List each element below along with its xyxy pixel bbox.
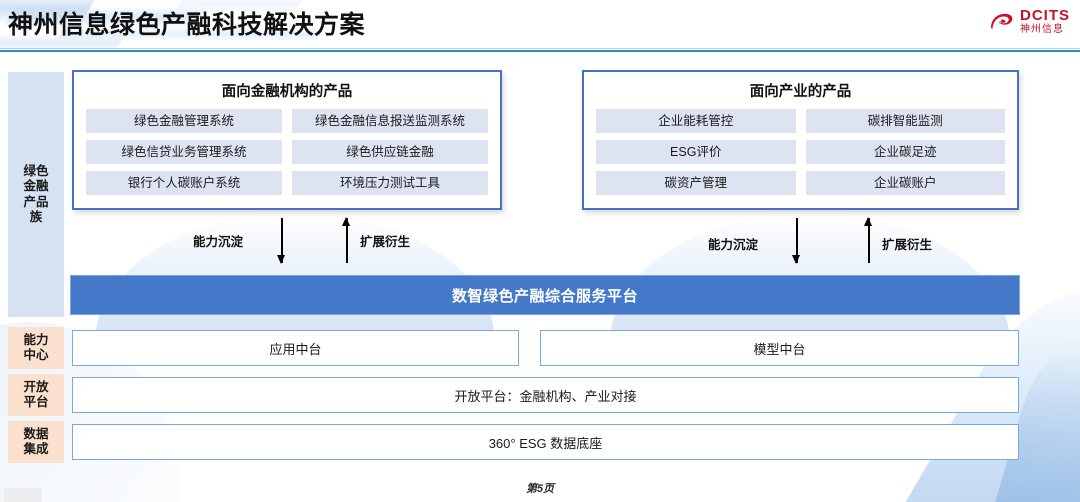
product-chip[interactable]: 碳资产管理 [596, 171, 796, 195]
box-label: 360° ESG 数据底座 [488, 435, 603, 451]
logo-english-name: DCITS [1020, 7, 1070, 24]
page-number-footer: 第5页 [525, 483, 555, 495]
product-chip[interactable]: 企业能耗管控 [596, 109, 796, 133]
product-chip[interactable]: 碳排智能监测 [805, 109, 1005, 133]
panel-industry-products: 面向产业的产品 企业能耗管控 碳排智能监测 ESG评价 企业碳足迹 碳资产管理 … [582, 70, 1019, 210]
panel-product-grid: 绿色金融管理系统 绿色金融信息报送监测系统 绿色信贷业务管理系统 绿色供应链金融… [74, 109, 500, 195]
page-title: 神州信息绿色产融科技解决方案 [8, 11, 366, 39]
box-label: 模型中台 [753, 341, 806, 357]
box-label: 开放平台：金融机构、产业对接 [454, 388, 637, 404]
sidebar-item-label: 绿色 金融 产品 族 [23, 164, 49, 224]
sidebar-item-open-platform[interactable]: 开放平台 [8, 374, 64, 416]
panel-title: 面向产业的产品 [749, 84, 852, 100]
panel-product-grid: 企业能耗管控 碳排智能监测 ESG评价 企业碳足迹 碳资产管理 企业碳账户 [584, 109, 1017, 195]
header-divider-blue [0, 50, 1080, 52]
arrow-down-left-icon [275, 218, 289, 264]
flow-label-capability-precipitation-right: 能力沉淀 [708, 238, 759, 252]
slide-header: 神州信息绿色产融科技解决方案 DCITS 神州信息 [0, 0, 1080, 52]
product-chip[interactable]: 绿色信贷业务管理系统 [86, 140, 282, 164]
sidebar-item-capability-center[interactable]: 能力中心 [8, 327, 64, 369]
product-chip[interactable]: 绿色供应链金融 [292, 140, 488, 164]
platform-bar[interactable]: 数智绿色产融综合服务平台 [70, 275, 1020, 315]
flow-label-expansion-derivation-left: 扩展衍生 [360, 235, 411, 249]
bottom-left-grey-block-decoration [4, 488, 42, 502]
flow-label-capability-precipitation-left: 能力沉淀 [193, 235, 244, 249]
product-chip[interactable]: ESG评价 [596, 140, 796, 164]
sidebar-item-label: 开放平台 [23, 379, 49, 409]
sidebar-item-label: 数据集成 [23, 426, 49, 456]
dcits-logo: DCITS 神州信息 [989, 8, 1070, 35]
logo-text: DCITS 神州信息 [1020, 8, 1070, 35]
platform-bar-label: 数智绿色产融综合服务平台 [451, 287, 638, 305]
sidebar-item-label: 能力中心 [23, 332, 49, 362]
header-divider-grey [0, 48, 1080, 49]
product-chip[interactable]: 绿色金融管理系统 [86, 109, 282, 133]
box-application-middle-platform[interactable]: 应用中台 [72, 330, 519, 366]
arrow-up-right-icon [862, 217, 876, 263]
product-chip[interactable]: 绿色金融信息报送监测系统 [292, 109, 488, 133]
panel-title: 面向金融机构的产品 [221, 84, 353, 100]
flow-label-expansion-derivation-right: 扩展衍生 [882, 238, 933, 252]
sidebar-item-data-integration[interactable]: 数据集成 [8, 421, 64, 463]
panel-financial-institution-products: 面向金融机构的产品 绿色金融管理系统 绿色金融信息报送监测系统 绿色信贷业务管理… [72, 70, 502, 210]
sidebar-item-green-finance-product-family[interactable]: 绿色 金融 产品 族 [8, 72, 64, 317]
logo-chinese-name: 神州信息 [1020, 24, 1064, 35]
dcits-swoosh-icon [991, 13, 1013, 29]
product-chip[interactable]: 企业碳账户 [805, 171, 1005, 195]
box-data-foundation[interactable]: 360° ESG 数据底座 [72, 424, 1019, 460]
box-model-middle-platform[interactable]: 模型中台 [540, 330, 1019, 366]
box-label: 应用中台 [269, 341, 322, 357]
box-open-platform[interactable]: 开放平台：金融机构、产业对接 [72, 377, 1019, 413]
product-chip[interactable]: 企业碳足迹 [805, 140, 1005, 164]
arrow-down-right-icon [790, 218, 804, 264]
product-chip[interactable]: 银行个人碳账户系统 [86, 171, 282, 195]
product-chip[interactable]: 环境压力测试工具 [292, 171, 488, 195]
arrow-up-left-icon [340, 217, 354, 263]
